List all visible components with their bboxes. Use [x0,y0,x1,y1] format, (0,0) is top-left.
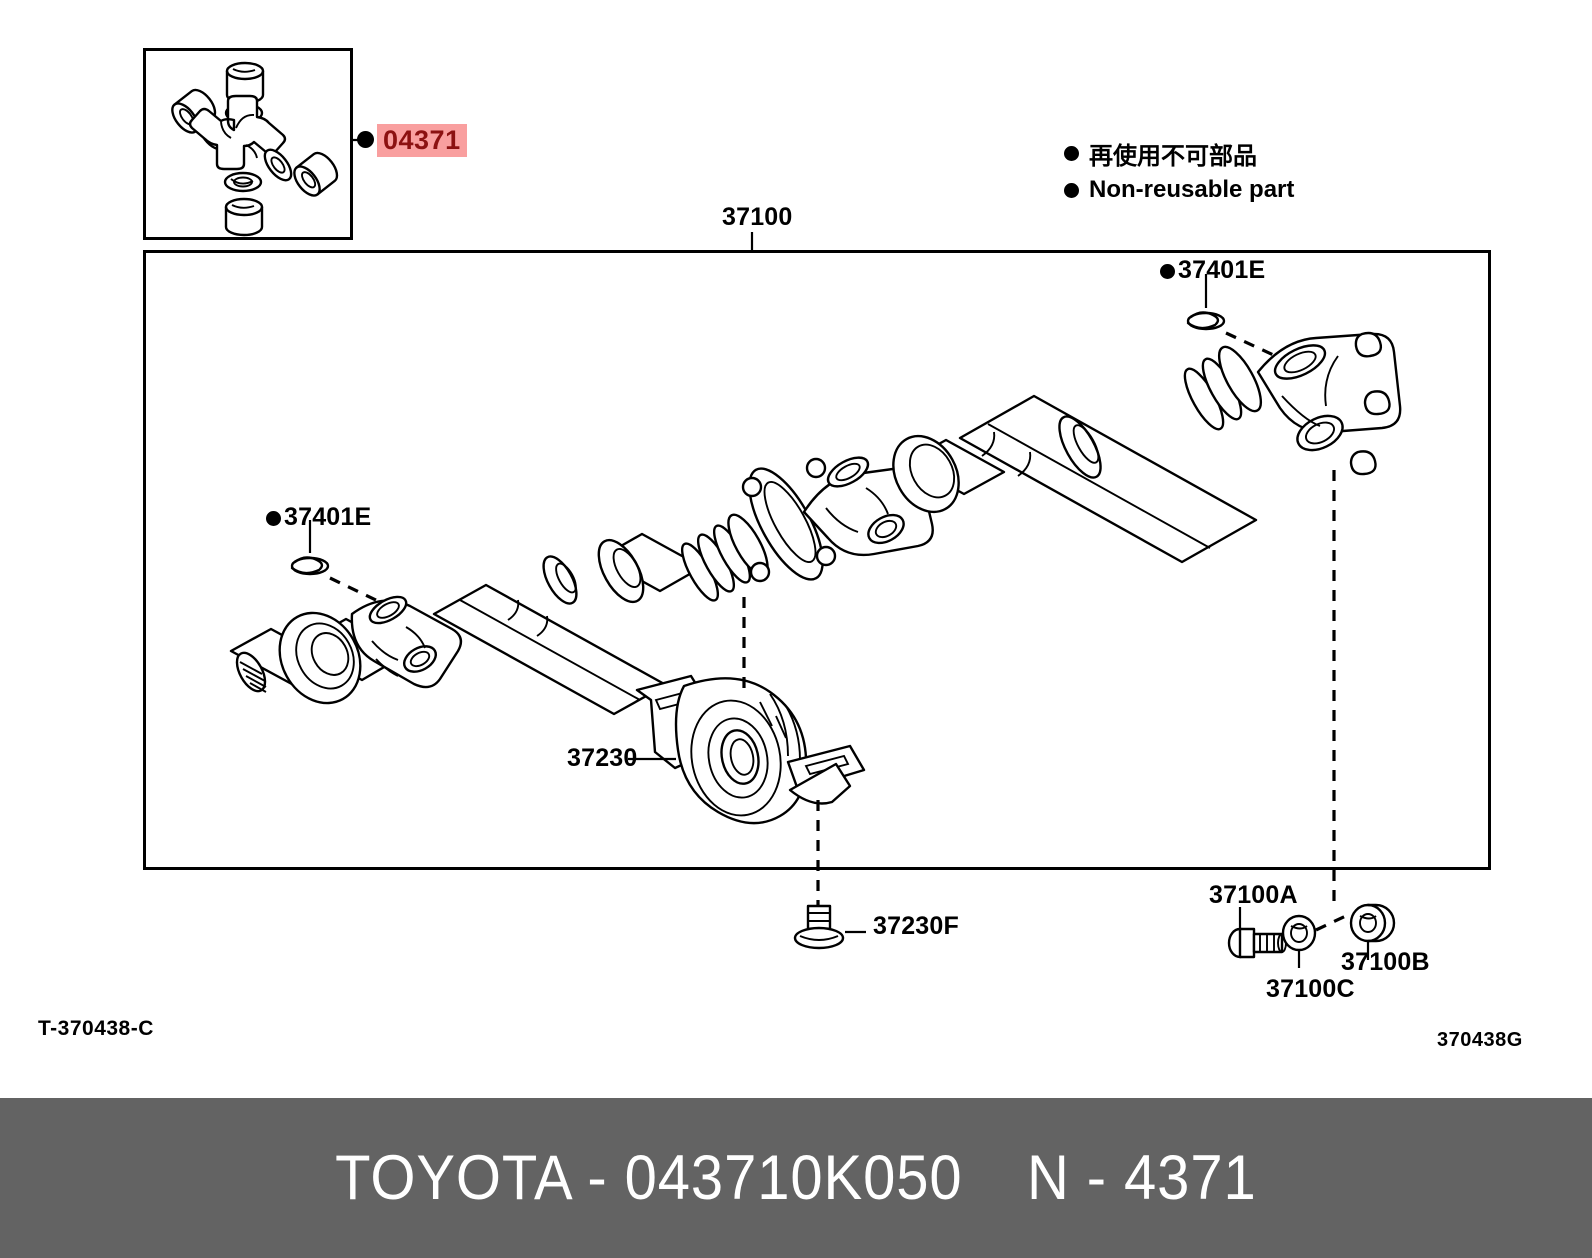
filled-circle-icon [1064,146,1079,161]
callout-04371-highlighted[interactable]: 04371 [377,124,467,158]
callout-37401E-left-text: 37401E [284,503,372,531]
callout-bullet-04371 [357,131,374,148]
callout-37230F[interactable]: 37230F [873,912,959,940]
legend-label-en: Non-reusable part [1089,176,1295,203]
figure-code-right: 370438G [1437,1029,1523,1051]
banner-part-number: TOYOTA - 043710K050 [335,1143,963,1213]
main-assembly-box [143,250,1491,870]
callout-37230[interactable]: 37230 [567,744,638,772]
callout-37401E-left[interactable]: 37401E [266,503,371,532]
legend-item-en: Non-reusable part [1064,176,1294,204]
washer-drawing [1281,914,1317,968]
banner-group-number: N - 4371 [1027,1143,1257,1213]
flange-bolt-drawing [1227,907,1287,959]
callout-37401E-right-text: 37401E [1178,256,1266,284]
center-support-bolt-drawing [793,904,866,950]
filled-circle-icon [266,511,281,526]
inset-detail-box [143,48,353,240]
figure-code-left: T-370438-C [38,1017,154,1040]
legend-item-ja: 再使用不可部品 [1064,136,1294,171]
filled-circle-icon [1064,182,1079,198]
banner-content: TOYOTA - 043710K050 N - 4371 [335,1142,1257,1214]
legend: 再使用不可部品 Non-reusable part [1064,136,1294,209]
filled-circle-icon [1160,264,1175,279]
callout-37100A[interactable]: 37100A [1209,881,1298,909]
callout-37100[interactable]: 37100 [722,203,793,231]
callout-37100B[interactable]: 37100B [1341,948,1430,976]
bottom-banner: TOYOTA - 043710K050 N - 4371 [0,1098,1592,1258]
legend-label-ja: 再使用不可部品 [1089,142,1257,170]
callout-37401E-right[interactable]: 37401E [1160,256,1265,285]
callout-37100C[interactable]: 37100C [1266,975,1355,1003]
